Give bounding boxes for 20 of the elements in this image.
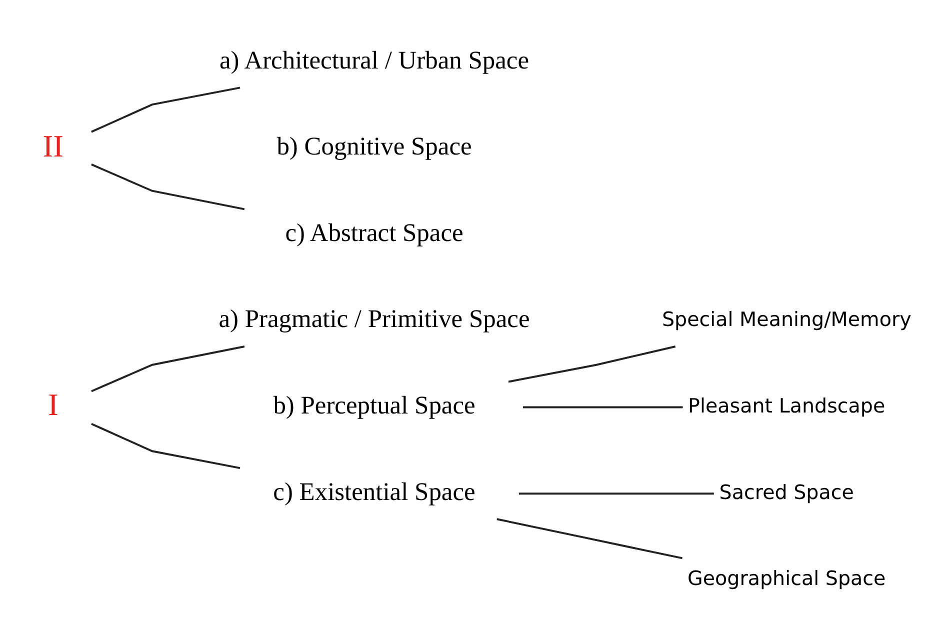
node-text: a) Pragmatic / Primitive Space (218, 304, 530, 334)
node-text: Pleasant Landscape (688, 394, 885, 418)
node-text: c) Abstract Space (284, 218, 463, 247)
connector (518, 492, 714, 495)
connector (90, 422, 240, 469)
connector (90, 164, 244, 210)
connector (522, 406, 682, 408)
node-text: I (47, 387, 58, 422)
node-text: c) Existential Space (272, 476, 475, 506)
connector (508, 346, 676, 383)
node-text: Geographical Space (687, 567, 886, 590)
node-text: Special Meaning/Memory (661, 308, 911, 332)
connector (90, 86, 240, 133)
node-text: II (42, 128, 63, 164)
connector (496, 518, 682, 560)
node-text: b) Perceptual Space (272, 390, 475, 420)
node-text: b) Cognitive Space (276, 132, 472, 161)
node-text: a) Architectural / Urban Space (218, 45, 529, 74)
connector (90, 346, 244, 392)
node-text: Sacred Space (718, 480, 854, 504)
